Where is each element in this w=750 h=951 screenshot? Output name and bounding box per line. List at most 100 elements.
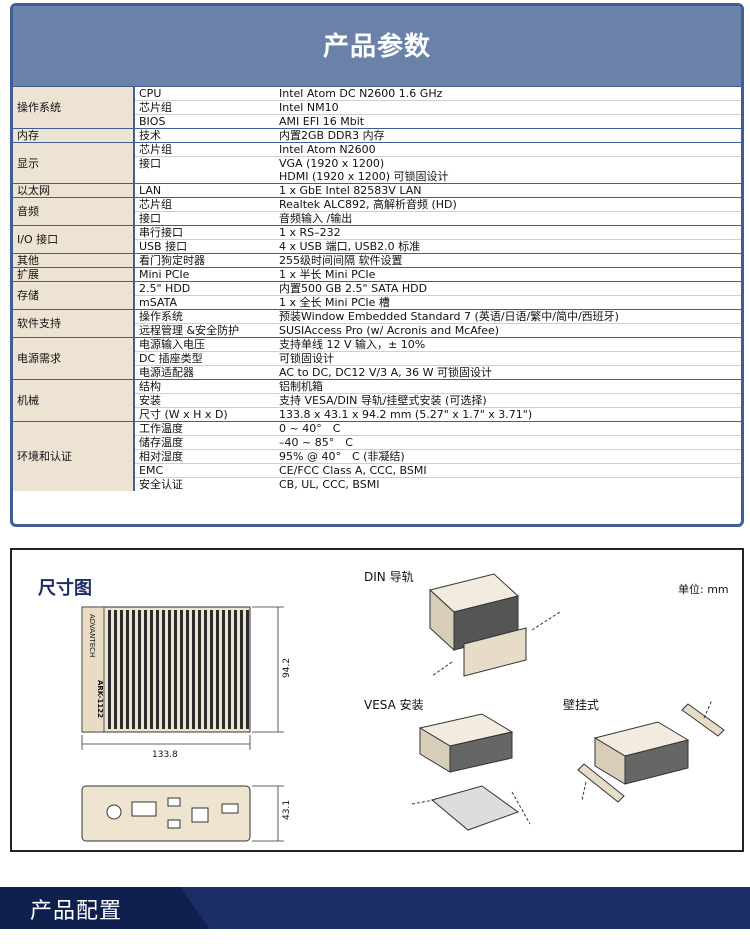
heatsink-fin <box>156 610 159 729</box>
heatsink-fin <box>180 610 183 729</box>
spec-value: CB, UL, CCC, BSMI <box>275 477 741 491</box>
spec-value: AMI EFI 16 Mbit <box>275 114 741 129</box>
spec-value: VGA (1920 x 1200) <box>275 156 741 170</box>
spec-category: 扩展 <box>13 267 135 282</box>
heatsink-fin <box>150 610 153 729</box>
spec-item: EMC <box>134 463 275 478</box>
spec-value: CE/FCC Class A, CCC, BSMI <box>275 463 741 478</box>
heatsink-fin <box>168 610 171 729</box>
spec-item: CPU <box>134 86 275 101</box>
footer-tab <box>0 887 210 929</box>
spec-item: 安装 <box>134 393 275 408</box>
spec-item: 结构 <box>134 379 275 394</box>
heatsink-fin <box>108 610 111 729</box>
spec-item: 工作温度 <box>134 421 275 436</box>
spec-value: AC to DC, DC12 V/3 A, 36 W 可锁固设计 <box>275 365 741 380</box>
din-rail-illustration <box>428 573 561 677</box>
spec-item: USB 接口 <box>134 239 275 254</box>
dimension-title: 尺寸图 <box>38 578 92 599</box>
spec-row: 电源需求电源输入电压支持单线 12 V 输入，± 10% <box>13 337 741 380</box>
heatsink-fin <box>216 610 219 729</box>
spec-value: 支持 VESA/DIN 导轨/挂壁式安装 (可选择) <box>275 393 741 408</box>
spec-category: 其他 <box>13 253 135 268</box>
spec-row: 机械结构铝制机箱 <box>13 379 741 422</box>
spec-category: 机械 <box>13 379 135 422</box>
drawings-svg: ADVANTECH ARK-1122 133.8 94.2 43.1 <box>81 573 725 842</box>
spec-value: 95% @ 40° C (非凝结) <box>275 449 741 464</box>
spec-category: 音频 <box>13 197 135 226</box>
footer-title: 产品配置 <box>30 899 123 924</box>
spec-item: 串行接口 <box>134 225 275 240</box>
spec-value: –40 ~ 85° C <box>275 435 741 450</box>
heatsink-fin <box>240 610 243 729</box>
spec-value: 0 ~ 40° C <box>275 421 741 436</box>
heatsink-fin <box>120 610 123 729</box>
width-dimension: 133.8 <box>152 750 178 760</box>
heatsink-fin <box>210 610 213 729</box>
spec-item: 接口 <box>134 156 275 170</box>
spec-row: 安装支持 VESA/DIN 导轨/挂壁式安装 (可选择) <box>13 393 741 408</box>
heatsink-fin <box>222 610 225 729</box>
spec-value: 可锁固设计 <box>275 351 741 366</box>
top-view-brand: ADVANTECH <box>88 614 96 657</box>
depth-dimension: 94.2 <box>282 658 292 678</box>
spec-item: 操作系统 <box>134 309 275 324</box>
dimension-panel: 尺寸图 DIN 导轨 单位: mm VESA 安装 壁挂式 ADVANTECH … <box>10 548 744 852</box>
spec-value: 1 x 全长 Mini PCIe 槽 <box>275 295 741 310</box>
spec-item <box>134 170 275 184</box>
spec-category: 以太网 <box>13 183 135 198</box>
spec-row: 软件支持操作系统预装Window Embedded Standard 7 (英语… <box>13 309 741 338</box>
spec-row: 接口音频输入 /输出 <box>13 211 741 226</box>
spec-category: 环境和认证 <box>13 421 135 491</box>
spec-item: 看门狗定时器 <box>134 253 275 268</box>
heatsink-fin <box>144 610 147 729</box>
vesa-illustration <box>411 713 531 831</box>
spec-category: 电源需求 <box>13 337 135 380</box>
heatsink-fin <box>234 610 237 729</box>
heatsink-fin <box>228 610 231 729</box>
spec-item: 安全认证 <box>134 477 275 491</box>
spec-value: 1 x 半长 Mini PCIe <box>275 267 741 282</box>
spec-value: 4 x USB 端口, USB2.0 标准 <box>275 239 741 254</box>
wall-mount-label: 壁挂式 <box>563 698 600 712</box>
top-view-model: ARK-1122 <box>96 680 104 718</box>
spec-item: 电源输入电压 <box>134 337 275 352</box>
spec-row: 储存温度–40 ~ 85° C <box>13 435 741 450</box>
spec-value: HDMI (1920 x 1200) 可锁固设计 <box>279 170 449 183</box>
heatsink-fin <box>126 610 129 729</box>
spec-value: 255级时间间隔 软件设置 <box>275 253 741 268</box>
spec-item: LAN <box>134 183 275 198</box>
spec-value: 音频输入 /输出 <box>275 211 741 226</box>
heatsink-fin <box>162 610 165 729</box>
spec-item: 电源适配器 <box>134 365 275 380</box>
spec-item: 接口 <box>134 211 275 226</box>
spec-item: 尺寸 (W x H x D) <box>134 407 275 422</box>
heatsink-fin <box>114 610 117 729</box>
spec-category: 软件支持 <box>13 309 135 338</box>
spec-value: Intel Atom DC N2600 1.6 GHz <box>275 86 741 101</box>
spec-value: 1 x RS–232 <box>275 225 741 240</box>
spec-value: SUSIAccess Pro (w/ Acronis and McAfee) <box>275 323 741 338</box>
heatsink-fin <box>186 610 189 729</box>
top-view-drawing: ADVANTECH ARK-1122 133.8 94.2 <box>81 606 292 760</box>
spec-item: 2.5" HDD <box>134 281 275 296</box>
spec-category: 存储 <box>13 281 135 310</box>
